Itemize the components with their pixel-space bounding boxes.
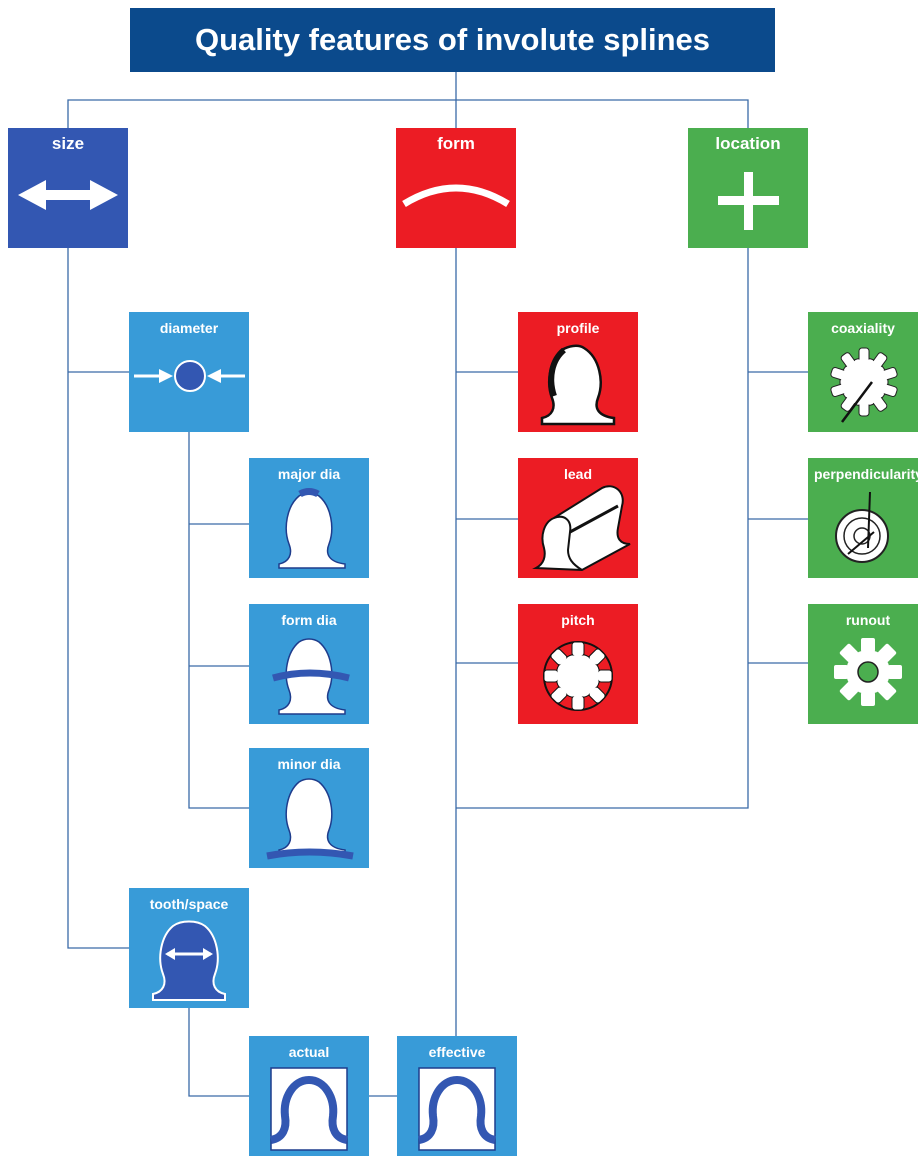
arc-icon — [402, 184, 510, 207]
item-perpendicularity: perpendicularity — [808, 458, 918, 578]
gear-runout-icon — [834, 638, 902, 706]
item-actual-label: actual — [288, 1044, 330, 1060]
double-arrow-icon — [18, 180, 118, 210]
tooth-lead-icon — [532, 485, 631, 572]
tooth-profile-icon — [540, 344, 616, 426]
tooth-major-dia-icon — [278, 488, 346, 569]
tooth-form-dia-icon — [272, 638, 350, 715]
plus-icon — [718, 172, 779, 230]
item-tooth-space-label: tooth/space — [149, 896, 229, 912]
item-runout: runout — [808, 604, 918, 724]
item-effective-label: effective — [428, 1044, 486, 1060]
item-pitch: pitch — [518, 604, 638, 724]
item-actual: actual — [249, 1036, 369, 1156]
item-minor-dia: minor dia — [249, 748, 369, 868]
category-form: form — [396, 128, 516, 248]
item-effective: effective — [397, 1036, 517, 1156]
category-location-label: location — [715, 134, 781, 153]
item-profile-label: profile — [556, 320, 600, 336]
item-form-dia-label: form dia — [281, 612, 337, 628]
category-form-label: form — [437, 134, 475, 153]
item-diameter: diameter — [129, 312, 249, 432]
effective-space-icon — [417, 1067, 497, 1151]
item-coaxiality-label: coaxiality — [831, 320, 895, 336]
item-coaxiality: coaxiality — [808, 312, 918, 432]
item-lead: lead — [518, 458, 638, 578]
spline-perpendicularity-icon — [835, 491, 889, 563]
gear-pitch-icon — [543, 641, 613, 711]
item-tooth-space: tooth/space — [129, 888, 249, 1008]
item-perpendicularity-label: perpendicularity — [814, 466, 918, 482]
category-location: location — [688, 128, 808, 248]
item-major-dia: major dia — [249, 458, 369, 578]
category-size: size — [8, 128, 128, 248]
item-diameter-label: diameter — [159, 320, 219, 336]
diameter-icon — [134, 360, 245, 392]
item-pitch-label: pitch — [561, 612, 595, 628]
item-runout-label: runout — [845, 612, 891, 628]
tooth-space-icon — [152, 920, 226, 1001]
category-size-label: size — [51, 134, 85, 153]
tooth-minor-dia-icon — [266, 778, 354, 860]
item-form-dia: form dia — [249, 604, 369, 724]
spline-coaxiality-icon — [830, 347, 898, 423]
item-profile: profile — [518, 312, 638, 432]
item-lead-label: lead — [563, 466, 592, 482]
page-title: Quality features of involute splines — [130, 8, 775, 72]
actual-space-icon — [269, 1067, 349, 1151]
item-minor-dia-label: minor dia — [277, 756, 341, 772]
item-major-dia-label: major dia — [277, 466, 341, 482]
